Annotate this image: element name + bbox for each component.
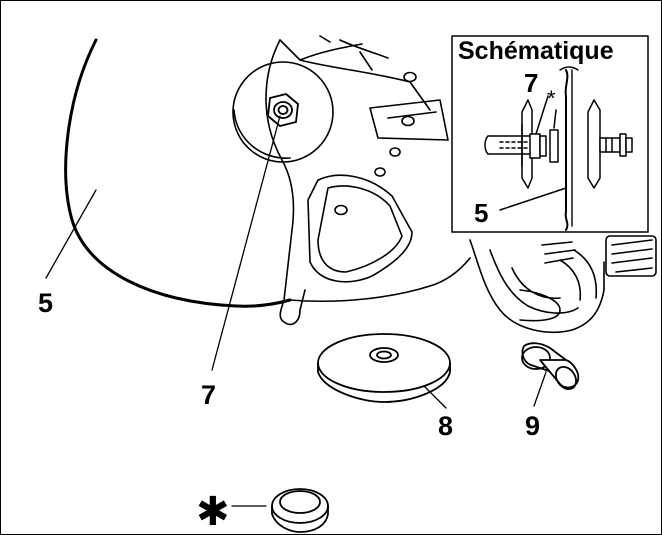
inset-callout-nut: 7: [524, 68, 539, 98]
callout-blade: 5: [38, 288, 54, 318]
arbor-nut: [267, 93, 299, 127]
callout-flange-washer: 8: [438, 411, 454, 441]
flange-bolt: [521, 342, 580, 391]
callout-nut: 7: [201, 380, 217, 410]
machine-body: [232, 35, 657, 333]
inset-callout-blade: 5: [474, 198, 489, 228]
schematic-inset: [451, 35, 649, 233]
inset-title: Schématique: [458, 37, 614, 65]
flange-washer: [317, 333, 451, 403]
cutting-blade: [64, 38, 292, 308]
inset-callout-bushing: *: [547, 86, 556, 111]
bushing-ring: [271, 488, 329, 533]
callout-bushing: ✱: [196, 490, 230, 534]
callout-bolt: 9: [525, 411, 541, 441]
